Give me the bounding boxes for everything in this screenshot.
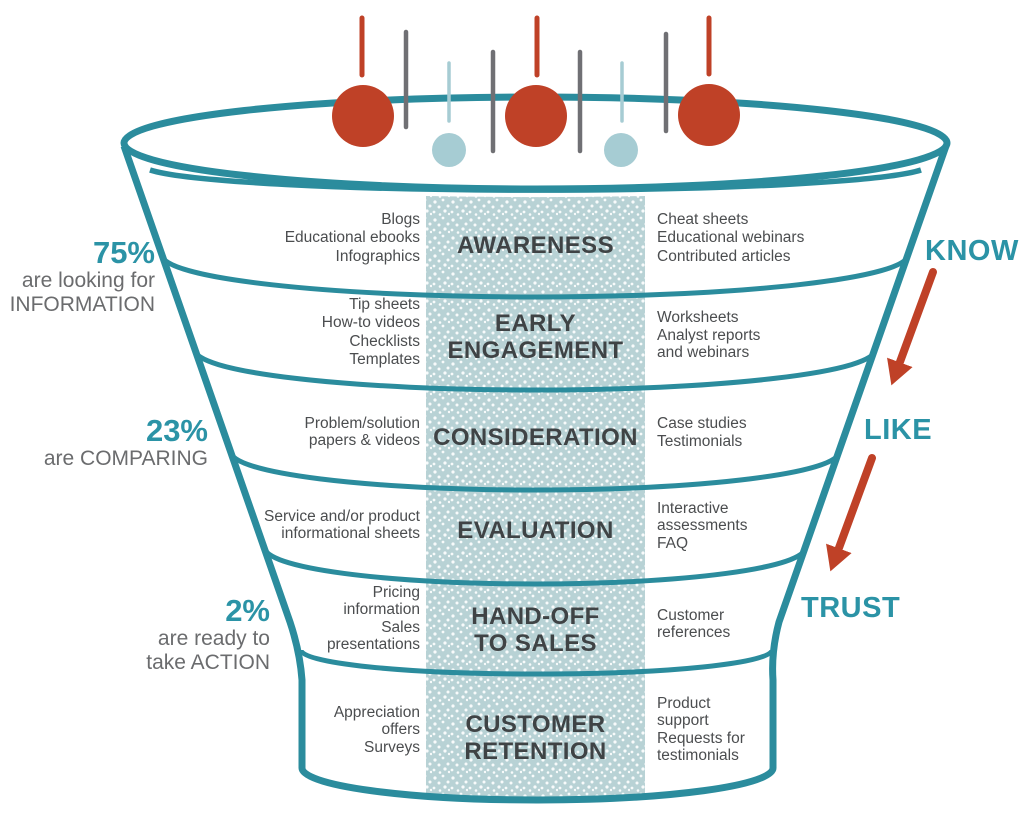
- evaluation-left-items: Service and/or product informational she…: [180, 506, 420, 543]
- label-know: KNOW: [925, 235, 1019, 267]
- annotation-23-percent: 23% are COMPARING: [0, 414, 208, 471]
- content-item: Customer references: [657, 606, 731, 641]
- stage-label-hand-off: HAND-OFF TO SALES: [471, 603, 600, 657]
- content-item: Requests for testimonials: [657, 730, 745, 764]
- content-item: Blogs: [381, 210, 420, 228]
- content-item: Cheat sheets: [657, 210, 749, 228]
- divider-evaluation: [262, 547, 808, 587]
- annotation-75-percent: 75% are looking for INFORMATION: [0, 236, 155, 316]
- progression-arrows: [826, 268, 937, 572]
- funnel-center-band: [426, 196, 645, 800]
- content-item: Pricing information: [343, 583, 420, 618]
- divider-early-engagement: [192, 349, 878, 393]
- content-item: Sales presentations: [326, 619, 420, 653]
- content-item: Interactive assessments: [657, 499, 748, 534]
- content-item: Worksheets: [657, 308, 739, 326]
- content-item: Service and/or product informational she…: [264, 507, 420, 542]
- label-like: LIKE: [864, 414, 933, 446]
- percent-caption: are looking for INFORMATION: [9, 269, 155, 316]
- content-item: Appreciation offers: [333, 703, 420, 738]
- content-item: Checklists: [349, 332, 420, 350]
- funnel-outline: [120, 144, 950, 804]
- pin-ball-red: [678, 84, 740, 146]
- stage-label-awareness: AWARENESS: [457, 232, 614, 259]
- content-item: Tip sheets: [349, 295, 420, 313]
- funnel-top-decoration: [332, 15, 740, 167]
- stage-label-evaluation: EVALUATION: [457, 517, 614, 544]
- content-item: How-to videos: [321, 314, 420, 331]
- pin-ball-blue: [604, 133, 638, 167]
- stage-label-customer-retention: CUSTOMER RETENTION: [464, 711, 607, 765]
- divider-awareness: [159, 254, 911, 300]
- content-item: Testimonials: [657, 433, 743, 450]
- stage-divider-lines: [159, 254, 911, 677]
- arrow-know-to-like-icon: [887, 268, 937, 386]
- content-item: Infographics: [335, 247, 420, 265]
- pin-ball-red: [505, 85, 567, 147]
- divider-hand-off: [298, 649, 775, 677]
- pin-ball-red: [332, 85, 394, 147]
- content-item: Product support: [657, 694, 711, 729]
- consideration-left-items: Problem/solution papers & videos: [180, 413, 420, 450]
- content-item: Templates: [349, 351, 420, 368]
- label-trust: TRUST: [801, 592, 901, 624]
- percent-value: 23%: [145, 413, 208, 448]
- percent-value: 75%: [92, 235, 155, 270]
- content-item: FAQ: [657, 535, 689, 552]
- pin-ball-blue: [432, 133, 466, 167]
- content-item: Contributed articles: [657, 247, 791, 265]
- content-item: Educational ebooks: [284, 229, 420, 246]
- stage-label-early-engagement: EARLY ENGAGEMENT: [447, 310, 624, 364]
- percent-caption: are COMPARING: [43, 447, 208, 470]
- content-item: Problem/solution papers & videos: [304, 414, 420, 449]
- stage-label-consideration: CONSIDERATION: [433, 424, 638, 451]
- content-item: Surveys: [364, 739, 420, 756]
- content-item: Educational webinars: [657, 229, 805, 246]
- divider-consideration: [228, 451, 842, 493]
- content-item: Case studies: [657, 414, 747, 432]
- percent-caption: are ready to take ACTION: [146, 627, 270, 674]
- hand-off-right-items: Customer references: [657, 605, 857, 642]
- arrow-like-to-trust-icon: [826, 454, 876, 572]
- annotation-2-percent: 2% are ready to take ACTION: [10, 594, 270, 674]
- percent-value: 2%: [225, 593, 270, 628]
- content-item: Analyst reports and webinars: [657, 327, 761, 361]
